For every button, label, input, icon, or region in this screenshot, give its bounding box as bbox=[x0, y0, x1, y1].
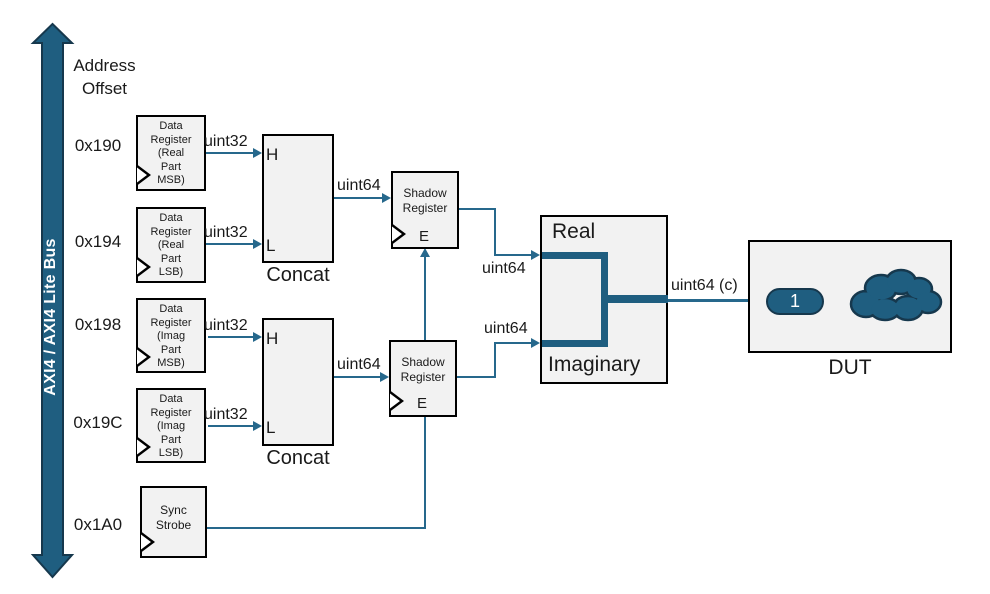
delay-block: 1 bbox=[766, 288, 824, 315]
block-shadow-register-imag: Shadow Register bbox=[389, 340, 457, 417]
wire-label-uint32: uint32 bbox=[204, 224, 248, 241]
block-data-register-imag-lsb: Data Register (Imag Part LSB) bbox=[136, 388, 206, 463]
concat-high-port: H bbox=[266, 145, 279, 164]
clock-chevron-icon bbox=[137, 347, 151, 367]
wire-reg-real-msb bbox=[206, 152, 254, 154]
enable-port: E bbox=[419, 228, 430, 245]
wire-concat2-out bbox=[334, 376, 380, 378]
block-concat-imag bbox=[262, 318, 334, 446]
wire-shadow1-out-h1 bbox=[459, 208, 496, 210]
wire-shadow2-out-v bbox=[494, 342, 496, 378]
offset-0x19C: 0x19C bbox=[73, 413, 123, 432]
arrowhead-icon bbox=[253, 148, 262, 158]
combiner-imag-bar bbox=[542, 340, 608, 347]
block-sync-strobe: Sync Strobe bbox=[140, 486, 207, 558]
wire-label-uint64: uint64 bbox=[337, 356, 381, 373]
offset-0x198: 0x198 bbox=[74, 315, 122, 334]
block-label: Shadow Register bbox=[400, 355, 446, 384]
offset-0x1A0: 0x1A0 bbox=[73, 515, 123, 534]
combiner-real-bar bbox=[542, 252, 608, 259]
block-label: Shadow Register bbox=[402, 186, 448, 215]
block-label: Sync Strobe bbox=[155, 503, 192, 532]
block-data-register-real-msb: Data Register (Real Part MSB) bbox=[136, 115, 206, 191]
arrowhead-icon bbox=[382, 193, 391, 203]
wire-shadow1-out-v bbox=[494, 208, 496, 256]
wire-reg-imag-msb bbox=[208, 336, 254, 338]
offset-0x190: 0x190 bbox=[74, 136, 122, 155]
combiner-real-label: Real bbox=[552, 220, 596, 243]
wire-shadow2-out-h1 bbox=[457, 376, 496, 378]
axi-bus-arrow bbox=[30, 22, 75, 579]
wire-label-uint32: uint32 bbox=[204, 406, 248, 423]
wire-reg-imag-lsb bbox=[208, 425, 254, 427]
concat-imag-label: Concat bbox=[266, 447, 330, 469]
block-data-register-imag-msb: Data Register (Imag Part MSB) bbox=[136, 298, 206, 373]
clock-chevron-icon bbox=[137, 437, 151, 457]
arrowhead-icon bbox=[253, 239, 262, 249]
concat-high-port: H bbox=[266, 329, 279, 348]
wire-label-uint32: uint32 bbox=[204, 133, 248, 150]
block-label: Data Register (Real Part MSB) bbox=[150, 120, 192, 186]
arrowhead-icon bbox=[380, 372, 389, 382]
block-label: Data Register (Imag Part MSB) bbox=[150, 303, 192, 369]
combiner-out-bar bbox=[601, 295, 668, 303]
wire-shadow2-out-h2 bbox=[494, 342, 532, 344]
clock-chevron-icon bbox=[137, 257, 151, 277]
arrowhead-icon bbox=[531, 338, 540, 348]
block-label: Data Register (Imag Part LSB) bbox=[150, 393, 192, 459]
concat-real-label: Concat bbox=[266, 264, 330, 286]
wire-label-uint64c: uint64 (c) bbox=[671, 277, 738, 294]
clock-chevron-icon bbox=[392, 224, 406, 244]
arrowhead-icon bbox=[420, 248, 430, 257]
arrowhead-icon bbox=[531, 250, 540, 260]
wire-shadow1-out-h2 bbox=[494, 254, 532, 256]
axi-bus-label: AXI4 / AXI4 Lite Bus bbox=[42, 238, 59, 396]
address-offset-title: Address Offset bbox=[73, 56, 136, 98]
block-concat-real bbox=[262, 134, 334, 263]
block-label: Data Register (Real Part LSB) bbox=[150, 212, 192, 278]
dut-label: DUT bbox=[828, 356, 872, 379]
wire-label-uint64: uint64 bbox=[337, 177, 381, 194]
block-data-register-real-lsb: Data Register (Real Part LSB) bbox=[136, 207, 206, 283]
wire-sync-h bbox=[207, 527, 426, 529]
clock-chevron-icon bbox=[137, 165, 151, 185]
wire-concat1-out bbox=[334, 197, 382, 199]
concat-low-port: L bbox=[266, 418, 276, 437]
cloud-icon bbox=[849, 268, 943, 322]
offset-0x194: 0x194 bbox=[74, 232, 122, 251]
wire-label-uint64: uint64 bbox=[482, 260, 526, 277]
enable-port: E bbox=[417, 395, 428, 412]
arrowhead-icon bbox=[253, 421, 262, 431]
wire-label-uint64: uint64 bbox=[484, 320, 528, 337]
wire-combiner-out bbox=[668, 299, 756, 302]
wire-reg-real-lsb bbox=[206, 243, 254, 245]
clock-chevron-icon bbox=[390, 391, 404, 411]
clock-chevron-icon bbox=[141, 532, 155, 552]
concat-low-port: L bbox=[266, 236, 276, 255]
arrowhead-icon bbox=[253, 332, 262, 342]
combiner-imag-label: Imaginary bbox=[548, 353, 641, 376]
wire-label-uint32: uint32 bbox=[204, 317, 248, 334]
